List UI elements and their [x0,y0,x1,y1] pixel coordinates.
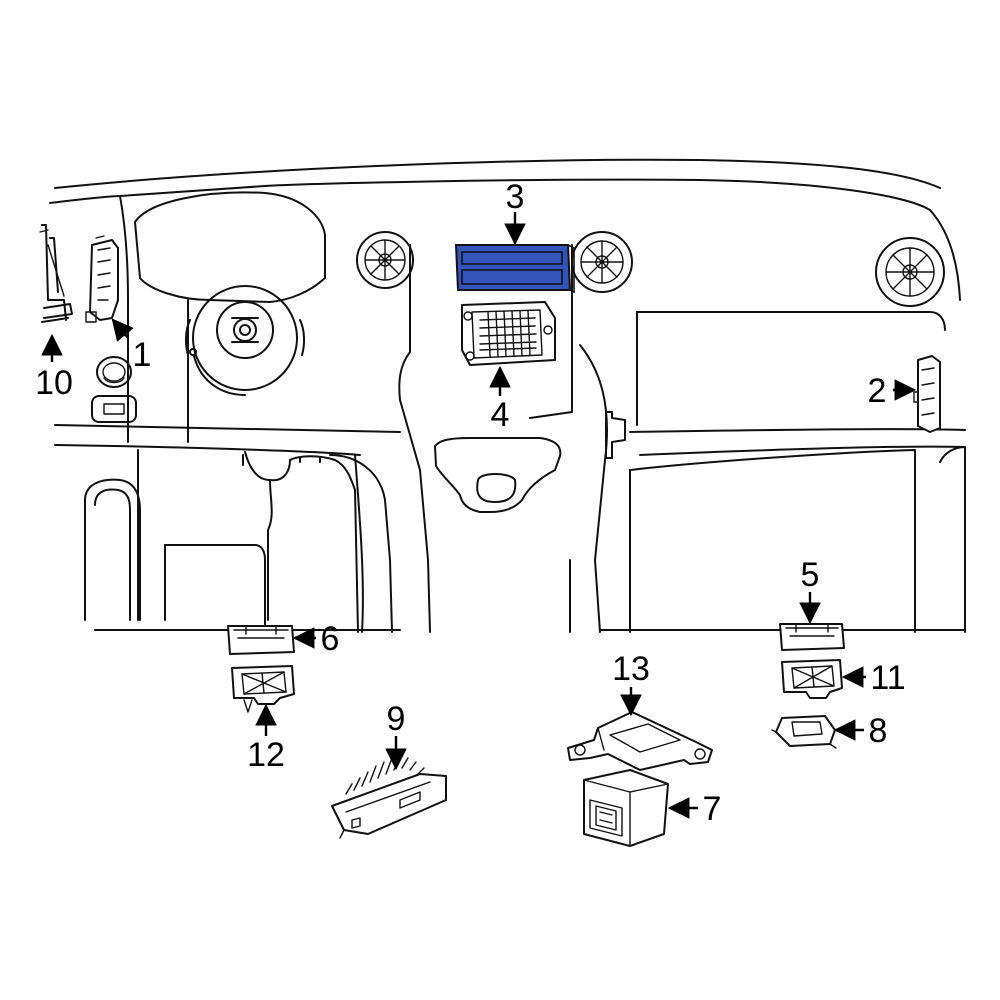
part-4-fuse-box[interactable] [461,301,556,366]
steering-wheel [184,285,306,396]
callout-10[interactable]: 10 [35,364,73,402]
headlight-switch-knob [96,356,132,388]
arrow-1 [111,318,134,342]
part-8-sensor[interactable] [771,715,837,749]
callout-12[interactable]: 12 [247,736,285,774]
part-11-bracket[interactable] [781,659,843,699]
dashboard-outline [49,158,966,633]
callout-1[interactable]: 1 [133,336,152,374]
part-6-cover[interactable] [227,625,295,655]
callout-9[interactable]: 9 [387,700,406,738]
part-7-airbag-module[interactable] [583,769,669,847]
callout-arrows [41,212,917,819]
part-12-bracket[interactable] [231,665,295,713]
callout-2[interactable]: 2 [868,372,887,410]
callout-8[interactable]: 8 [869,712,888,750]
callout-5[interactable]: 5 [801,556,820,594]
callout-13[interactable]: 13 [612,650,650,688]
air-vent-left [356,231,414,289]
part-3-control-module[interactable] [454,244,575,294]
callout-11[interactable]: 11 [870,659,905,697]
part-10-wiring-bracket[interactable] [39,224,73,323]
part-1-sensor[interactable] [85,235,119,323]
air-vent-center [571,231,633,293]
callout-6[interactable]: 6 [321,620,340,658]
part-9-amplifier[interactable] [331,755,447,839]
callout-3[interactable]: 3 [506,178,525,216]
callout-7[interactable]: 7 [703,790,722,828]
part-5-cover[interactable] [779,623,845,651]
air-vent-right [875,237,945,307]
part-13-bracket[interactable] [567,711,713,771]
callout-labels: 3 4 1 10 2 5 11 8 6 12 9 13 7 [35,178,906,828]
part-2-module[interactable] [913,355,941,433]
callout-4[interactable]: 4 [491,396,510,434]
start-button [91,395,137,423]
